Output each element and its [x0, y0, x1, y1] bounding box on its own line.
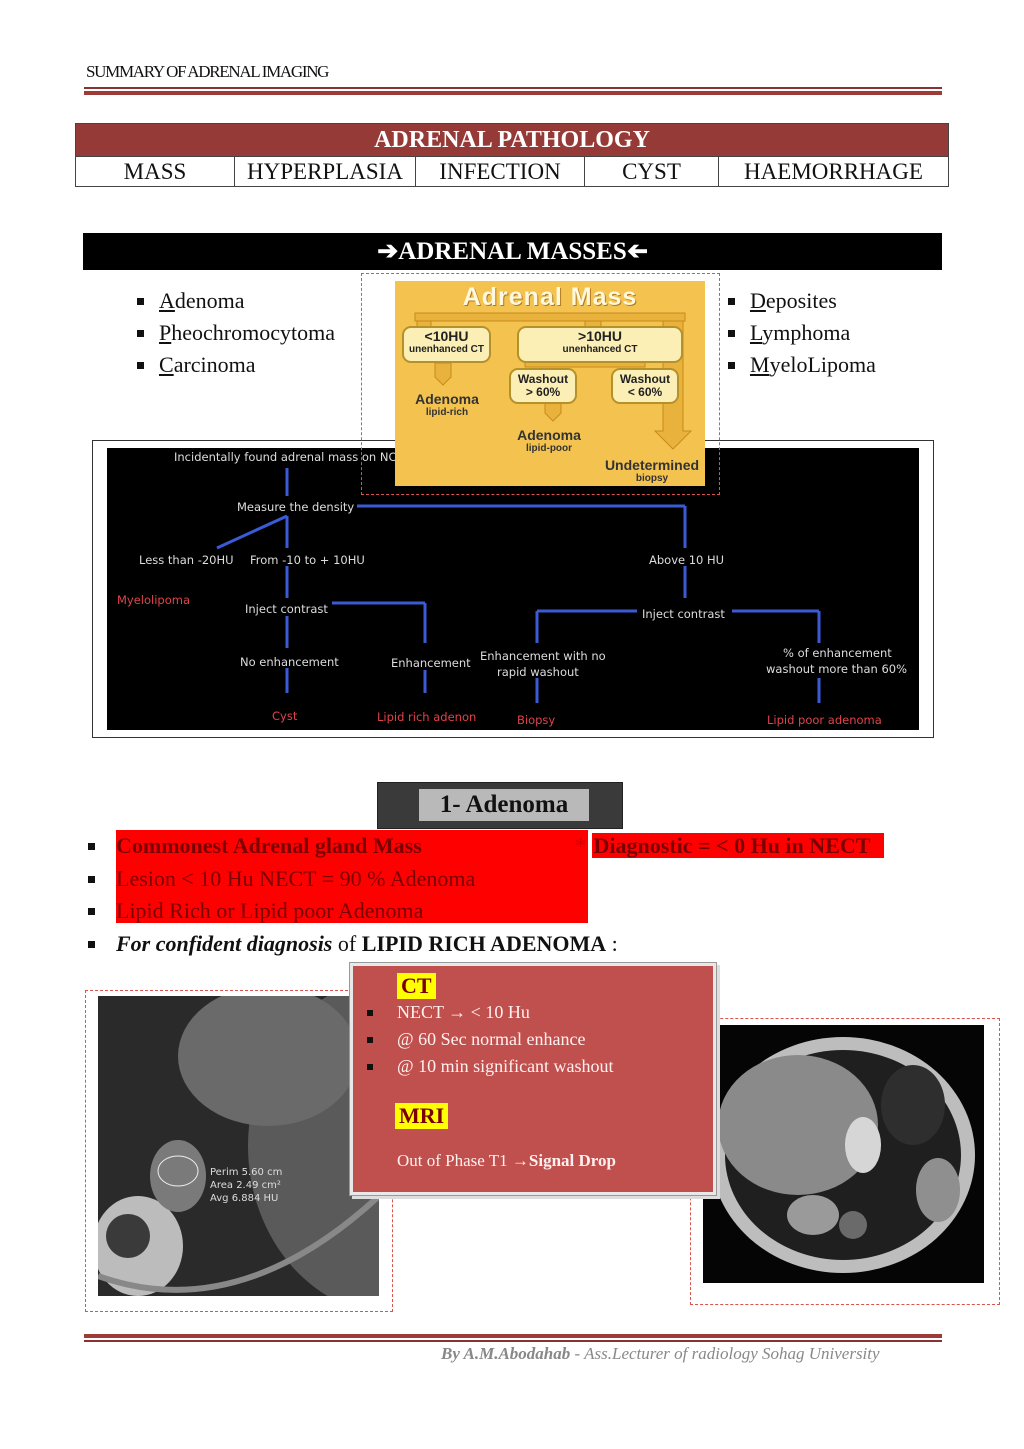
- pathology-col-hyperplasia: HYPERPLASIA: [234, 156, 416, 187]
- flow-lipid-rich: Lipid rich adenon: [377, 710, 477, 724]
- list-item: Deposites: [728, 285, 876, 317]
- pathology-col-haemorrhage: HAEMORRHAGE: [718, 156, 949, 187]
- flow-measure: Measure the density: [237, 500, 355, 514]
- flow-inject1: Inject contrast: [245, 602, 328, 616]
- flow-from10: From -10 to + 10HU: [250, 553, 365, 567]
- adrenal-masses-banner: ➔ADRENAL MASSES➔: [83, 233, 942, 270]
- flow-start: Incidentally found adrenal mass on NCCT: [174, 450, 412, 464]
- flow-enh-no-washout-b: rapid washout: [497, 665, 579, 679]
- mri-label: MRI: [395, 1103, 449, 1129]
- pathology-col-cyst: CYST: [584, 156, 719, 187]
- mass-box-washout-lt: Washout < 60%: [611, 368, 679, 404]
- mri-image: [703, 1025, 984, 1283]
- mri-scan-graphic: [703, 1025, 984, 1283]
- list-item: @ 60 Sec normal enhance: [367, 1026, 614, 1053]
- ct-mri-box: CT NECT → < 10 Hu @ 60 Sec normal enhanc…: [349, 962, 717, 1196]
- flowchart-lines: [216, 468, 821, 703]
- flow-pct-enh-a: % of enhancement: [783, 646, 892, 660]
- list-item: For confident diagnosis of LIPID RICH AD…: [88, 928, 618, 961]
- adenoma-heading-label: 1- Adenoma: [419, 789, 589, 821]
- flow-enh-no-washout-a: Enhancement with no: [480, 649, 606, 663]
- ct-label: CT: [397, 973, 436, 999]
- ct-list: NECT → < 10 Hu @ 60 Sec normal enhance @…: [367, 999, 614, 1080]
- list-item: Adenoma: [137, 285, 335, 317]
- footer-credit: By A.M.Abodahab - Ass.Lecturer of radiol…: [441, 1344, 880, 1363]
- pathology-table: ADRENAL PATHOLOGY MASS HYPERPLASIA INFEC…: [75, 123, 949, 187]
- pathology-col-mass: MASS: [75, 156, 235, 187]
- flow-biopsy: Biopsy: [517, 713, 556, 727]
- arrow-right-icon: ➔: [377, 238, 399, 265]
- mass-box-lt10: <10HU unenhanced CT: [402, 326, 491, 363]
- adrenal-mass-chart: Adrenal Mass <10HU unenhanced CT >10HU u…: [395, 281, 705, 486]
- masses-right-list: Deposites Lymphoma MyeloLipoma: [728, 285, 876, 381]
- masses-left-list: Adenoma Pheochromocytoma Carcinoma: [137, 285, 335, 381]
- mass-box-gt10: >10HU unenhanced CT: [517, 326, 683, 363]
- footer-rule-thick: [84, 1334, 942, 1338]
- pathology-title: ADRENAL PATHOLOGY: [75, 123, 949, 157]
- header-rule-thick: [84, 91, 942, 95]
- flow-less20: Less than -20HU: [139, 553, 234, 567]
- ct-image: Perim 5.60 cm Area 2.49 cm² Avg 6.884 HU: [98, 996, 379, 1296]
- flow-lipid-poor: Lipid poor adenoma: [767, 713, 882, 727]
- list-item: Commonest Adrenal gland Mass: [88, 830, 618, 863]
- flow-myelolipoma: Myelolipoma: [117, 593, 191, 607]
- flow-cyst: Cyst: [272, 709, 298, 723]
- list-item: Lesion < 10 Hu NECT = 90 % Adenoma: [88, 863, 618, 896]
- flow-enhancement: Enhancement: [391, 656, 471, 670]
- adenoma-highlight: [116, 830, 588, 923]
- list-item: @ 10 min significant washout: [367, 1053, 614, 1080]
- list-item: NECT → < 10 Hu: [367, 999, 614, 1026]
- arrow-left-icon: ➔: [626, 238, 648, 265]
- adenoma-heading: 1- Adenoma: [377, 782, 623, 829]
- adenoma-list: Commonest Adrenal gland Mass Lesion < 10…: [88, 830, 618, 960]
- flow-pct-enh-b: washout more than 60%: [766, 662, 908, 676]
- list-item: Lymphoma: [728, 317, 876, 349]
- mri-text: Out of Phase T1 →Signal Drop: [397, 1151, 616, 1170]
- list-item: MyeloLipoma: [728, 349, 876, 381]
- ct-measurement: Perim 5.60 cm Area 2.49 cm² Avg 6.884 HU: [210, 1167, 283, 1204]
- arrow-right-icon: →: [511, 1151, 529, 1170]
- page-header-title: SUMMARY OF ADRENAL IMAGING: [86, 62, 329, 81]
- diagnostic-note: * Diagnostic = < 0 Hu in NECT: [575, 833, 885, 859]
- list-item: Carcinoma: [137, 349, 335, 381]
- ct-scan-graphic: [98, 996, 379, 1296]
- flow-inject2: Inject contrast: [642, 607, 725, 621]
- flowchart-frame: Incidentally found adrenal mass on NCCT …: [92, 440, 934, 738]
- list-item: Lipid Rich or Lipid poor Adenoma: [88, 895, 618, 928]
- flowchart-image: Incidentally found adrenal mass on NCCT …: [107, 448, 919, 730]
- adrenal-mass-chart-frame: [361, 273, 720, 495]
- header-rule-thin: [84, 87, 942, 89]
- pathology-col-infection: INFECTION: [415, 156, 585, 187]
- flow-above10: Above 10 HU: [649, 553, 725, 567]
- footer-rule-thin: [84, 1340, 942, 1342]
- banner-title: ADRENAL MASSES: [398, 238, 627, 265]
- list-item: Pheochromocytoma: [137, 317, 335, 349]
- mass-chart-title: Adrenal Mass: [462, 283, 638, 311]
- flow-no-enhancement: No enhancement: [240, 655, 339, 669]
- mass-box-washout-gt: Washout > 60%: [509, 368, 577, 404]
